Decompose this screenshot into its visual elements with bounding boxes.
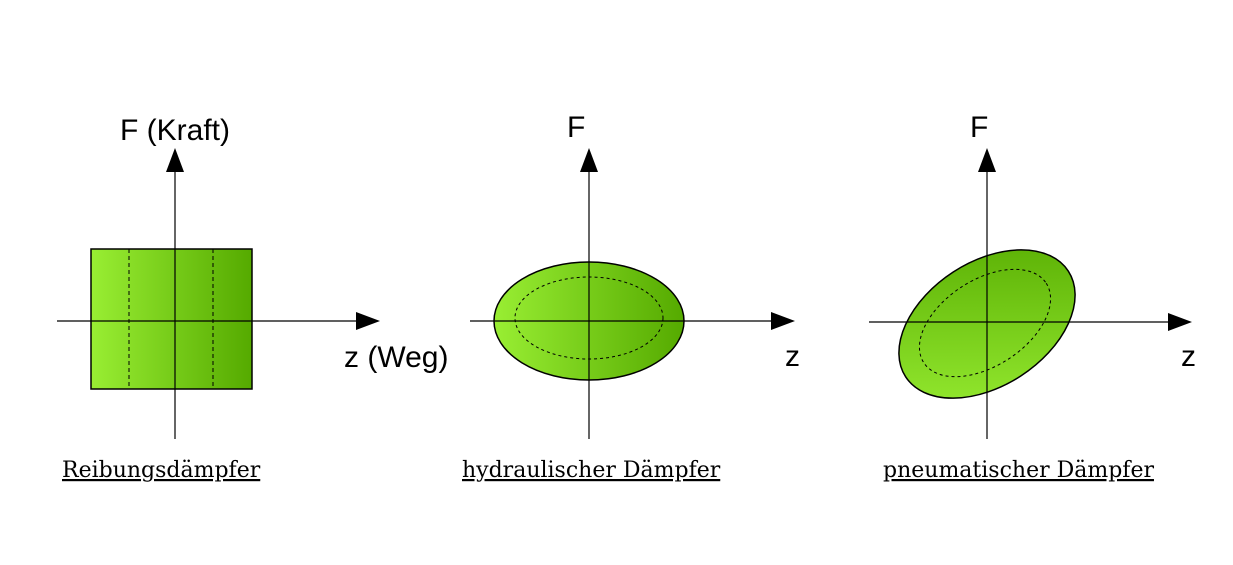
hydraulic-x-axis-arrow-icon [771, 312, 795, 330]
hydraulic-caption: hydraulischer Dämpfer [462, 458, 721, 483]
friction-x-axis-arrow-icon [356, 312, 380, 330]
friction-y-axis-label: F (Kraft) [120, 114, 230, 147]
hydraulic-x-axis-label: z [785, 340, 800, 373]
pneumatic-y-axis-arrow-icon [978, 148, 996, 172]
pneumatic-x-axis-arrow-icon [1168, 313, 1192, 331]
friction-hysteresis-rectangle [90, 248, 253, 390]
pneumatic-y-axis-label: F [970, 111, 988, 144]
friction-y-axis-arrow-icon [166, 148, 184, 172]
pneumatic-x-axis-label: z [1181, 340, 1196, 373]
hydraulic-y-axis-arrow-icon [580, 148, 598, 172]
hydraulic-y-axis-label: F [567, 111, 585, 144]
panel-hydraulic-damper: F z hydraulischer Dämpfer [462, 111, 800, 483]
friction-caption: Reibungsdämpfer [62, 458, 261, 483]
panel-pneumatic-damper: F z pneumatischer Dämpfer [869, 111, 1196, 483]
pneumatic-caption: pneumatischer Dämpfer [883, 458, 1154, 483]
panel-friction-damper: F (Kraft) z (Weg) Reibungsdämpfer [57, 114, 448, 483]
friction-x-axis-label: z (Weg) [344, 341, 448, 374]
